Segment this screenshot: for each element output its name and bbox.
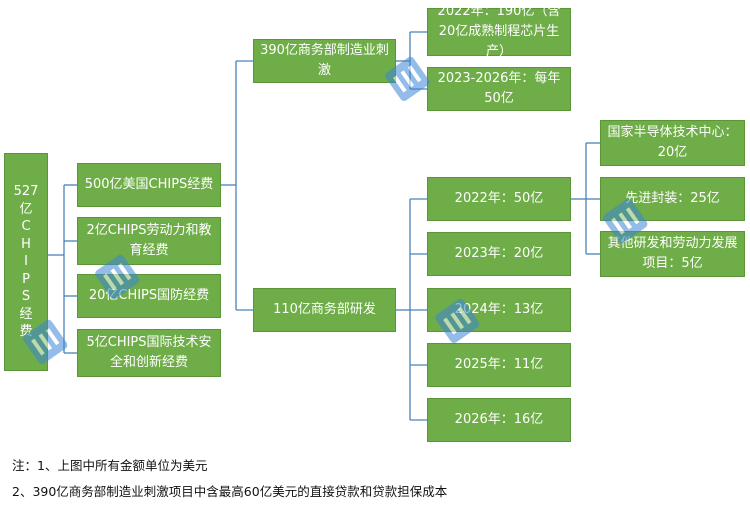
- node-other-rnd-workforce: 其他研发和劳动力发展项目：5亿: [600, 231, 745, 277]
- node-label: 其他研发和劳动力发展项目：5亿: [607, 235, 738, 271]
- node-label: 20亿CHIPS国防经费: [88, 287, 210, 303]
- root-total-chips-funding: 527 亿 C H I P S 经 费: [4, 153, 48, 371]
- node-manufacturing-2022: 2022年：190亿（含20亿成熟制程芯片生产）: [427, 4, 571, 59]
- node-label: 2026年：16亿: [454, 411, 544, 427]
- root-char: C: [21, 219, 31, 235]
- root-char: 亿: [19, 201, 33, 217]
- node-label: 2022年：50亿: [454, 190, 544, 206]
- node-rnd-2025: 2025年：11亿: [427, 343, 571, 387]
- node-rnd-2022: 2022年：50亿: [427, 177, 571, 221]
- node-label: 2亿CHIPS劳动力和教育经费: [86, 222, 212, 258]
- footnote-loans: 2、390亿商务部制造业刺激项目中含最高60亿美元的直接贷款和贷款担保成本: [12, 484, 448, 499]
- node-rnd-2026: 2026年：16亿: [427, 398, 571, 442]
- root-char: 527: [13, 184, 39, 200]
- root-char: 费: [19, 324, 33, 340]
- node-chips-defense: 20亿CHIPS国防经费: [77, 274, 221, 318]
- node-label: 国家半导体技术中心：20亿: [607, 124, 738, 160]
- node-chips-international-security: 5亿CHIPS国际技术安全和创新经费: [77, 329, 221, 377]
- root-char: H: [21, 236, 31, 252]
- root-char: P: [22, 271, 30, 287]
- node-label: 110亿商务部研发: [273, 301, 376, 317]
- node-chips-us-fund: 500亿美国CHIPS经费: [77, 163, 221, 207]
- node-label: 500亿美国CHIPS经费: [84, 176, 214, 192]
- node-label: 2023年：20亿: [454, 245, 544, 261]
- node-national-semiconductor-tech-center: 国家半导体技术中心：20亿: [600, 120, 745, 166]
- node-advanced-packaging: 先进封装：25亿: [600, 177, 745, 221]
- node-label: 390亿商务部制造业刺激: [260, 42, 389, 78]
- node-commerce-rnd: 110亿商务部研发: [253, 288, 396, 332]
- node-label: 2023-2026年：每年50亿: [437, 70, 561, 106]
- node-label: 先进封装：25亿: [625, 190, 720, 206]
- root-char: 经: [19, 306, 33, 322]
- node-commerce-manufacturing: 390亿商务部制造业刺激: [253, 39, 396, 83]
- node-rnd-2024: 2024年：13亿: [427, 288, 571, 332]
- root-char: I: [24, 254, 28, 270]
- node-chips-workforce-education: 2亿CHIPS劳动力和教育经费: [77, 217, 221, 265]
- node-manufacturing-2023-2026: 2023-2026年：每年50亿: [427, 67, 571, 111]
- footnote-currency: 注：1、上图中所有金额单位为美元: [12, 458, 208, 473]
- root-char: S: [21, 289, 31, 305]
- node-label: 5亿CHIPS国际技术安全和创新经费: [86, 334, 212, 370]
- node-label: 2022年：190亿（含20亿成熟制程芯片生产）: [437, 3, 561, 60]
- node-label: 2024年：13亿: [454, 301, 544, 317]
- node-label: 2025年：11亿: [454, 356, 544, 372]
- node-rnd-2023: 2023年：20亿: [427, 232, 571, 276]
